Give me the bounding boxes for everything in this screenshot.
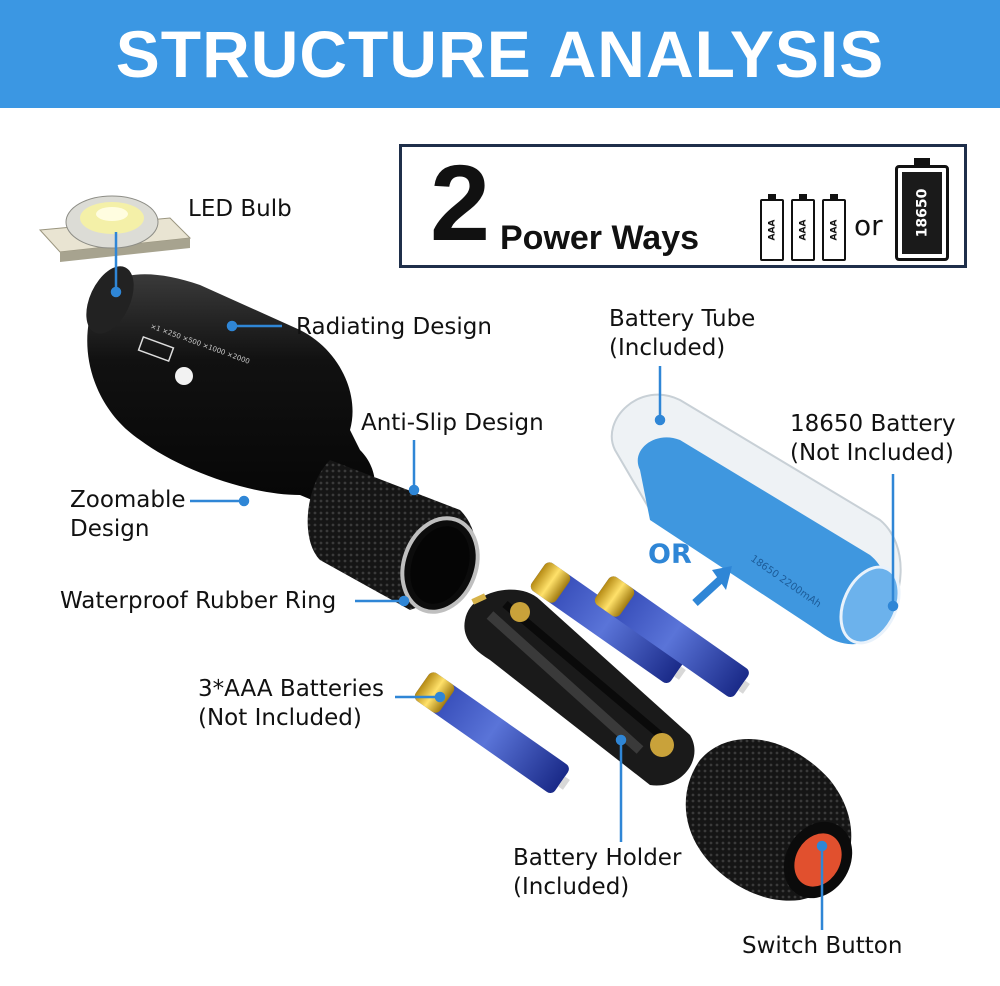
label-waterproof-ring: Waterproof Rubber Ring [60,588,337,614]
aaa-battery-icon: AAA [760,194,784,261]
battery-tube-icon: 18650 2200mAh [610,393,902,645]
label-radiating-design: Radiating Design [296,314,492,340]
label-led-bulb: LED Bulb [188,196,292,222]
power-ways-number: 2 [430,142,491,263]
flashlight-body-icon [307,460,480,614]
label-aaa-batteries: 3*AAA Batteries(Not Included) [198,676,384,731]
aaa-battery-icon [414,562,750,794]
aaa-battery-icon: AAA [822,194,846,261]
label-battery-holder: Battery Holder(Included) [513,845,682,900]
arrow-icon [692,566,732,606]
power-ways-label: Power Ways [500,219,700,257]
battery-18650-icon: 18650 [895,158,949,261]
power-ways-box: 2 Power Ways AAA AAA AAA or 18650 [399,142,967,268]
tail-cap-icon [685,738,853,901]
page-title: STRUCTURE ANALYSIS [115,17,885,91]
label-18650-battery: 18650 Battery(Not Included) [790,411,956,466]
label-anti-slip-design: Anti-Slip Design [361,410,544,436]
leader-lines [110,232,899,930]
header-banner: STRUCTURE ANALYSIS [0,0,1000,108]
aaa-battery-icon: AAA [791,194,815,261]
label-battery-tube: Battery Tube(Included) [609,306,756,361]
flashlight-head-icon: ×1 ×250 ×500 ×1000 ×2000 [86,266,375,520]
label-switch-button: Switch Button [742,933,903,959]
battery-holder-icon [464,589,695,786]
power-or-text: or [854,209,883,242]
label-or: OR [648,539,692,570]
